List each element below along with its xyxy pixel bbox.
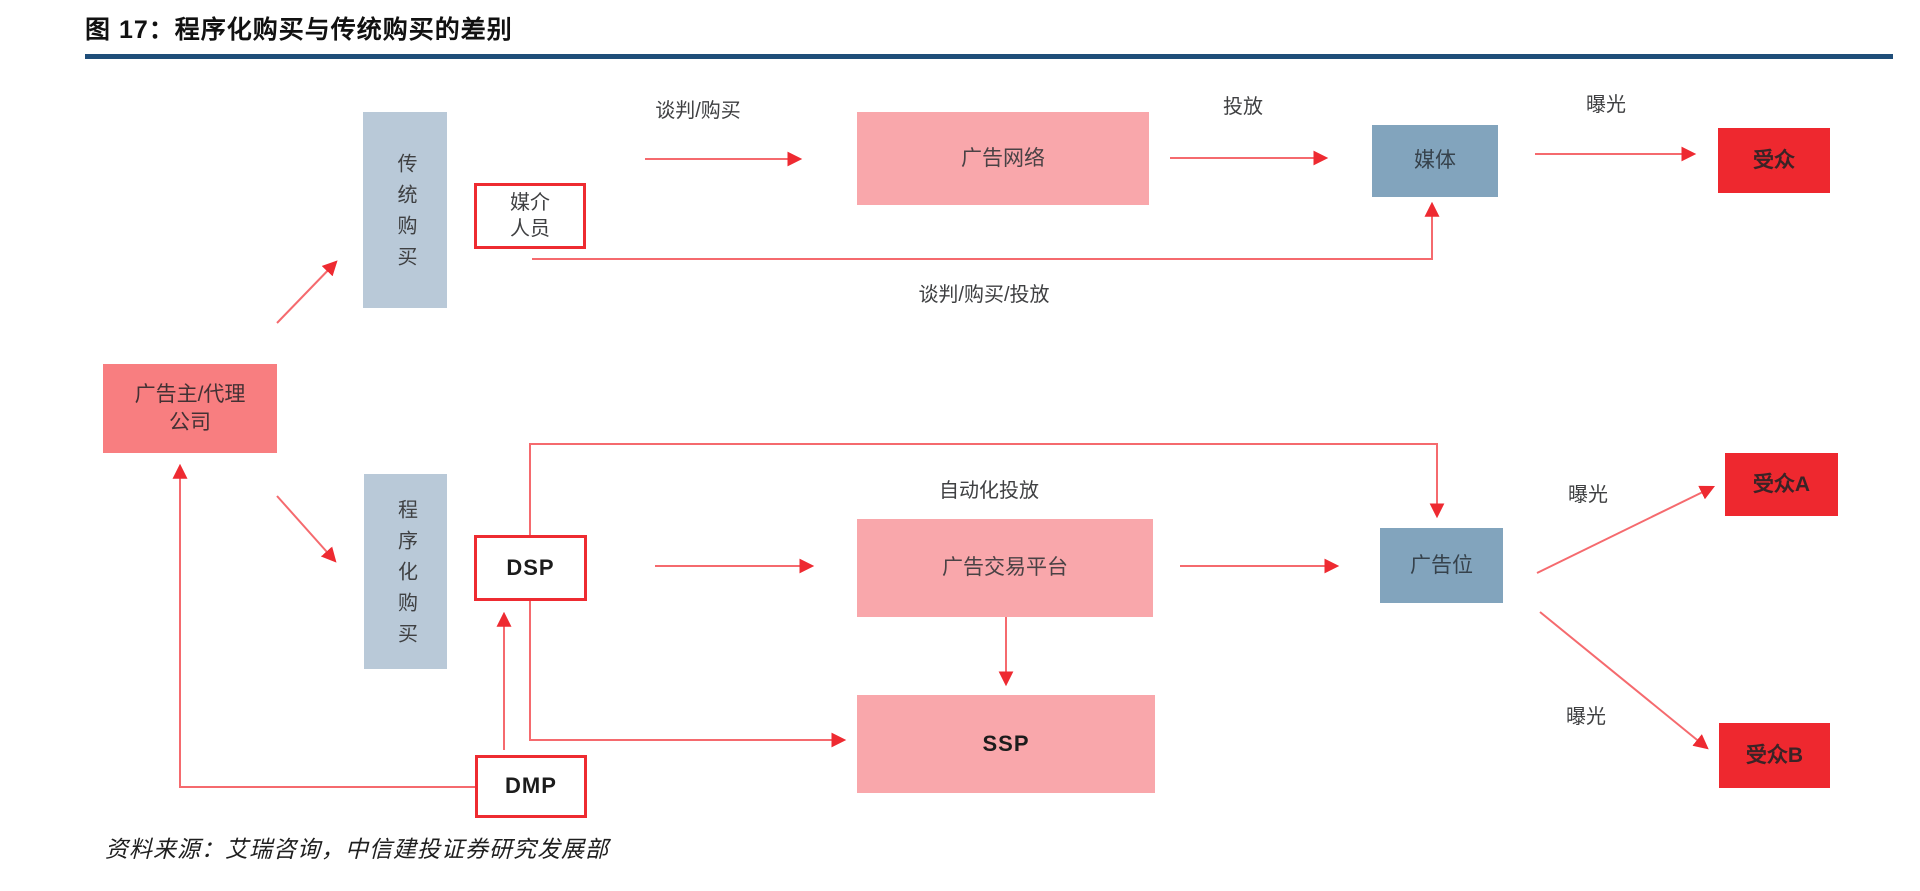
node-ad-slot: 广告位 <box>1380 528 1503 603</box>
edge-adslot-to-audience-a <box>1536 485 1716 574</box>
label-negotiate-buy-deliver: 谈判/购买/投放 <box>918 284 1050 306</box>
label-expose-b: 曝光 <box>1566 706 1606 728</box>
node-dmp: DMP <box>475 755 587 818</box>
node-ad-exchange: 广告交易平台 <box>857 519 1153 617</box>
edge-dsp-auto-deliver-to-adslot <box>529 443 1445 535</box>
label-expose-top: 曝光 <box>1586 94 1626 116</box>
node-traditional-buying: 传统购买 <box>363 112 447 308</box>
edge-adslot-to-audience-b <box>1539 611 1709 750</box>
edge-advertiser-to-prog-buy <box>276 495 337 563</box>
node-ad-network: 广告网络 <box>857 112 1149 205</box>
node-advertiser-line2: 公司 <box>169 410 211 434</box>
label-deliver: 投放 <box>1223 96 1263 118</box>
node-audience-b: 受众B <box>1719 723 1830 788</box>
label-expose-a: 曝光 <box>1568 484 1608 506</box>
title-underline <box>85 54 1893 59</box>
edge-dmp-to-advertiser <box>172 463 475 788</box>
label-auto-deliver: 自动化投放 <box>939 480 1039 502</box>
node-media-staff-line1: 媒介 <box>510 192 550 214</box>
node-media-staff-line2: 人员 <box>510 218 550 240</box>
edge-mediastaff-to-media <box>532 201 1440 260</box>
node-advertiser-line1: 广告主/代理 <box>134 383 246 407</box>
node-audience: 受众 <box>1718 128 1830 193</box>
figure-title: 图 17：程序化购买与传统购买的差别 <box>85 16 513 44</box>
node-media-staff: 媒介 人员 <box>474 183 586 249</box>
label-negotiate-buy: 谈判/购买 <box>655 100 741 122</box>
node-dsp: DSP <box>474 535 587 601</box>
node-programmatic-buying: 程序化购买 <box>364 474 447 669</box>
source-note: 资料来源：艾瑞咨询，中信建投证券研究发展部 <box>105 837 609 862</box>
node-audience-a: 受众A <box>1725 453 1838 516</box>
node-media: 媒体 <box>1372 125 1498 197</box>
node-advertiser-agency: 广告主/代理 公司 <box>103 364 277 453</box>
edge-dsp-to-ssp <box>529 601 847 748</box>
node-ssp: SSP <box>857 695 1155 793</box>
edge-advertiser-to-trad-buy <box>276 260 338 324</box>
